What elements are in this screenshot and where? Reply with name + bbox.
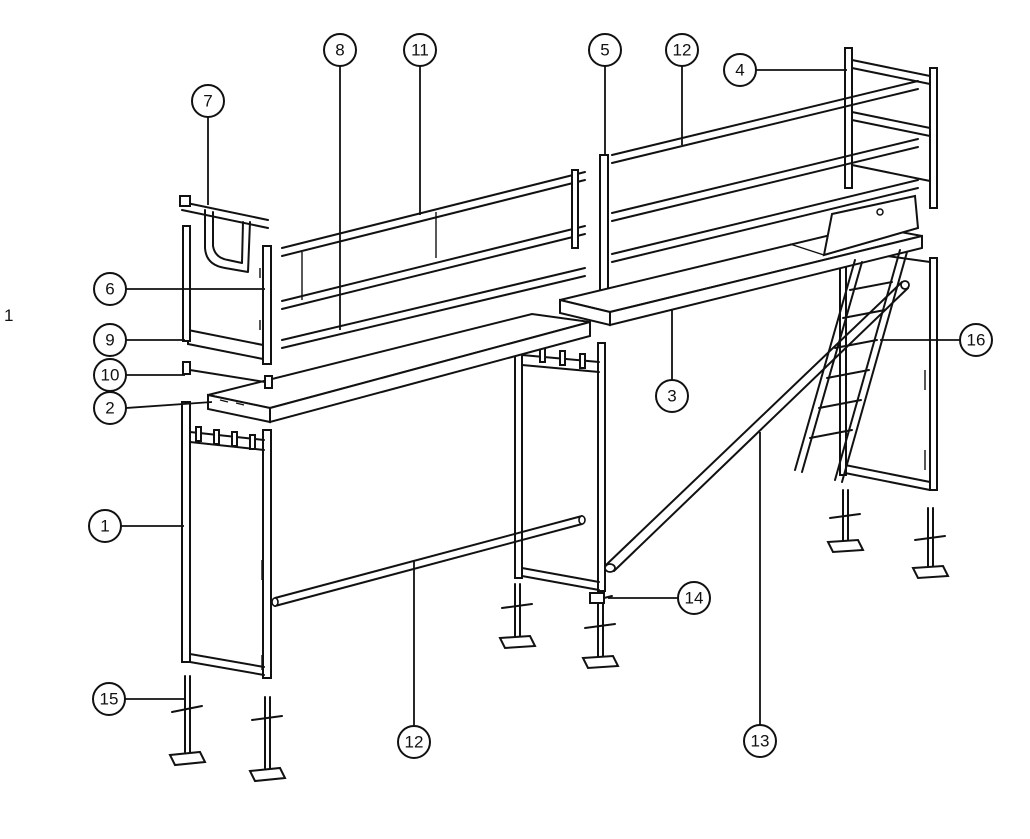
handrail-loop — [179, 195, 269, 273]
callout-10: 10 — [93, 358, 127, 392]
svg-text:15: 15 — [100, 690, 119, 709]
svg-text:12: 12 — [405, 733, 424, 752]
svg-text:8: 8 — [335, 41, 344, 60]
left-toeboard — [182, 328, 273, 389]
callout-11: 11 — [403, 33, 437, 67]
page-number: 1 — [4, 306, 14, 325]
leader-lines — [121, 65, 960, 726]
callout-14: 14 — [677, 581, 711, 615]
callout-13: 13 — [743, 724, 777, 758]
left-platform — [207, 312, 591, 424]
svg-text:12: 12 — [673, 41, 692, 60]
callout-9: 9 — [93, 323, 127, 357]
callout-3: 3 — [655, 379, 689, 413]
callout-12-top: 12 — [665, 33, 699, 67]
base-jack-6 — [911, 507, 950, 580]
callout-5: 5 — [588, 33, 622, 67]
svg-text:16: 16 — [967, 331, 986, 350]
swivel-clamp — [589, 592, 613, 604]
svg-text:10: 10 — [101, 366, 120, 385]
svg-text:3: 3 — [667, 387, 676, 406]
callout-7: 7 — [191, 84, 225, 118]
base-jack-3 — [498, 583, 537, 650]
lower-horizontal-brace — [271, 515, 586, 607]
base-jack-2 — [248, 696, 287, 783]
svg-text:1: 1 — [100, 517, 109, 536]
svg-text:11: 11 — [411, 41, 429, 60]
svg-text:5: 5 — [600, 41, 609, 60]
svg-text:6: 6 — [105, 280, 114, 299]
callout-12-bottom: 12 — [397, 725, 431, 759]
right-post — [599, 154, 609, 296]
right-guardrails — [611, 80, 919, 263]
callout-15: 15 — [92, 682, 126, 716]
middle-end-frame — [514, 342, 606, 592]
base-jack-5 — [826, 489, 865, 554]
ladder — [794, 249, 908, 483]
callout-1: 1 — [88, 509, 122, 543]
svg-text:14: 14 — [685, 589, 704, 608]
svg-text:9: 9 — [105, 331, 114, 350]
svg-text:13: 13 — [751, 732, 770, 751]
base-jack-1 — [168, 675, 207, 767]
right-guardrail-end-frame — [844, 47, 938, 209]
base-jack-4 — [581, 599, 620, 670]
diagonal-brace — [604, 280, 910, 573]
left-guardrail-end-frame — [182, 225, 272, 365]
svg-text:2: 2 — [105, 399, 114, 418]
callout-8: 8 — [323, 33, 357, 67]
left-guardrails — [281, 169, 586, 349]
base-jacks — [168, 489, 950, 783]
callout-6: 6 — [93, 272, 127, 306]
left-end-frame — [181, 401, 272, 679]
callouts: 7 8 11 5 12 4 6 9 10 2 3 16 1 14 15 12 1… — [88, 33, 993, 759]
right-platform — [559, 194, 923, 327]
svg-text:4: 4 — [735, 61, 744, 80]
callout-16: 16 — [959, 323, 993, 357]
svg-text:7: 7 — [203, 92, 212, 111]
callout-2: 2 — [93, 391, 127, 425]
callout-4: 4 — [723, 53, 757, 87]
